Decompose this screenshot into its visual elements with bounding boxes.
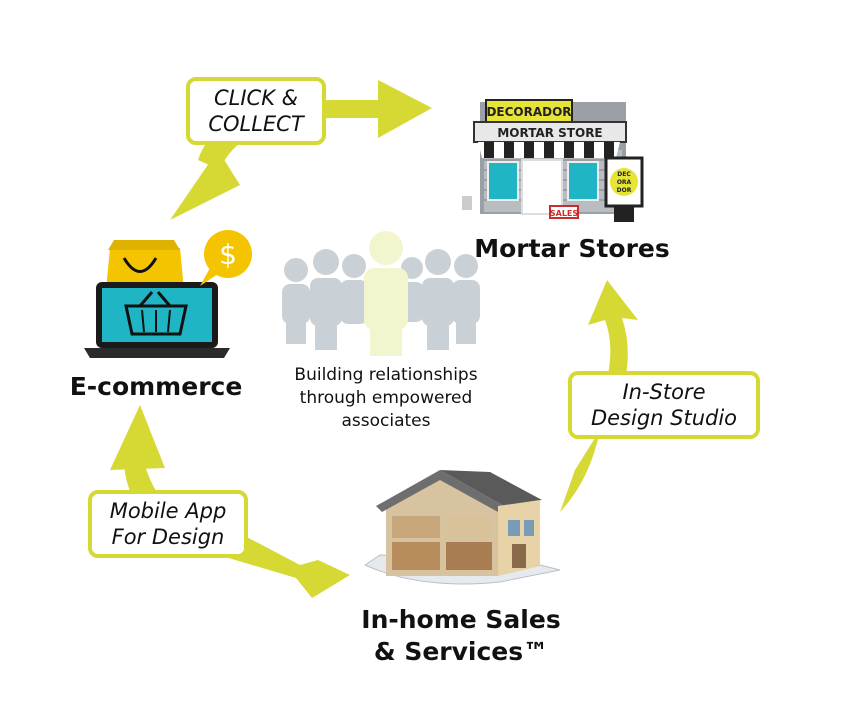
edge-label-instore-design: In-Store Design Studio: [568, 371, 760, 439]
store-name-sign: MORTAR STORE: [497, 126, 602, 140]
instore-design-line-1: In-Store: [622, 380, 706, 404]
laptop-shopping-icon: [84, 230, 252, 358]
node-label-mortar-stores: Mortar Stores: [474, 234, 670, 263]
edge-label-mobile-app: Mobile App For Design: [88, 490, 248, 558]
click-collect-line-2: COLLECT: [208, 112, 304, 136]
inhome-line-2: & Services™: [373, 637, 549, 666]
sales-sign: SALES: [550, 209, 579, 218]
mobile-app-line-1: Mobile App: [109, 499, 227, 523]
dollar-coin-icon: $: [219, 238, 237, 271]
arrow-click-collect-head-down: [170, 150, 240, 220]
mortar-store-icon: [462, 99, 644, 222]
click-collect-line-1: CLICK &: [213, 86, 299, 110]
mobile-app-line-2: For Design: [111, 525, 225, 549]
instore-design-line-2: Design Studio: [590, 406, 738, 430]
cycle-arrows: [110, 80, 638, 598]
inhome-line-1: In-home Sales: [361, 605, 561, 634]
poster-line-2: ORA: [617, 179, 632, 186]
arrow-mobile-app: [124, 455, 350, 598]
poster-line-1: DEC: [617, 171, 631, 178]
poster-line-3: DOR: [617, 187, 632, 194]
arrow-click-collect: [198, 80, 432, 170]
edge-label-click-collect: CLICK & COLLECT: [186, 77, 326, 145]
center-caption-line-2: through empowered: [299, 388, 473, 408]
center-caption-line-1: Building relationships: [294, 365, 478, 385]
people-group-icon: [282, 231, 480, 356]
arrow-instore-design: [588, 280, 638, 425]
house-cutaway-icon: [363, 470, 561, 585]
center-caption-line-3: associates: [341, 411, 431, 431]
arrow-instore-design-tail: [560, 430, 600, 512]
center-caption: Building relationships through empowered…: [268, 364, 504, 433]
arrow-mobile-app-head-up: [110, 405, 165, 470]
node-label-inhome: In-home Sales & Services™: [346, 604, 576, 668]
node-label-ecommerce: E-commerce: [69, 372, 243, 401]
store-brand-sign: DECORADOR: [486, 105, 571, 119]
